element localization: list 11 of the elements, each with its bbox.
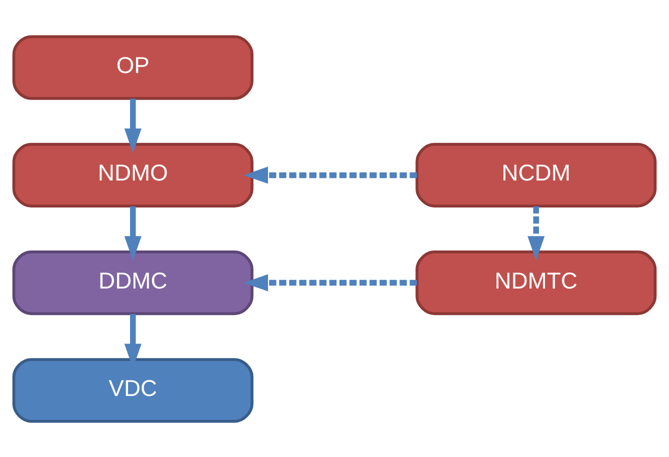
node-box: NDMTC <box>416 250 657 315</box>
arrow <box>244 166 417 184</box>
arrow <box>124 98 142 152</box>
node-box: OP <box>12 34 254 100</box>
node-box: DDMC <box>12 250 254 315</box>
node-box: NCDM <box>416 142 657 207</box>
arrow <box>244 274 417 291</box>
arrow <box>124 206 142 260</box>
node-box: VDC <box>12 358 254 422</box>
arrow <box>528 206 545 260</box>
node-box: NDMO <box>12 142 254 207</box>
